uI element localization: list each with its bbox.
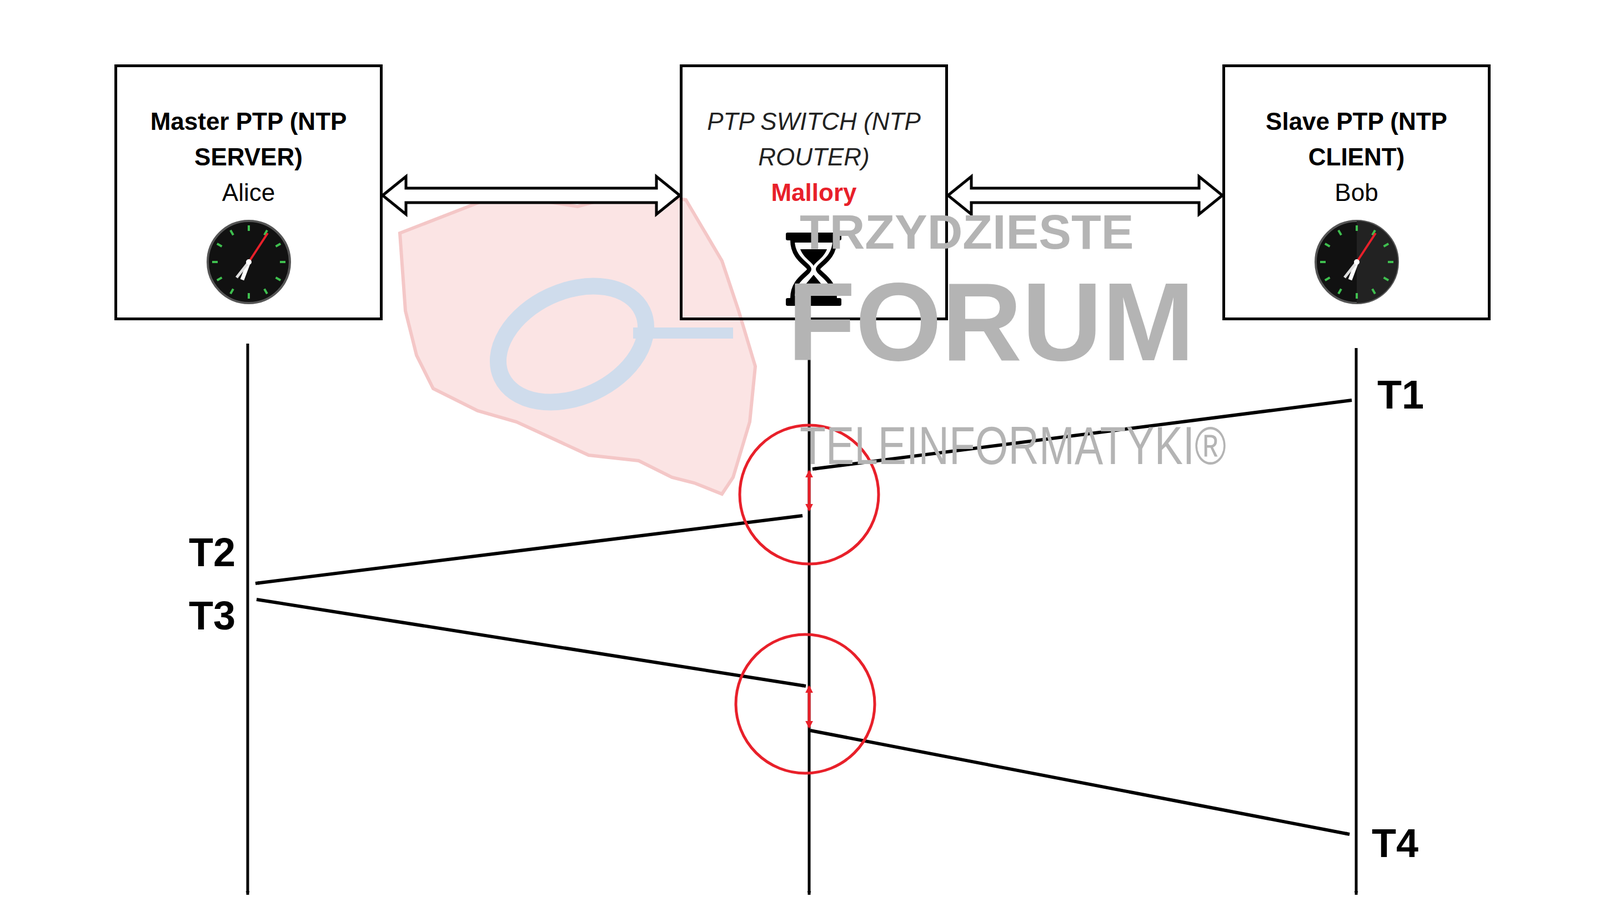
watermark-text: TELEINFORMATYKI® <box>799 416 1227 476</box>
delay-arrow <box>808 471 811 511</box>
delay-arrow <box>808 686 811 728</box>
node-title: Slave PTP (NTP CLIENT) <box>1225 103 1488 175</box>
slave-box: Slave PTP (NTP CLIENT)Bob <box>1222 64 1491 321</box>
node-name: Alice <box>117 174 380 211</box>
message-arrow <box>255 515 803 584</box>
node-title: Master PTP (NTP SERVER) <box>117 103 380 175</box>
timestamp-label: T3 <box>188 594 236 639</box>
master-box: Master PTP (NTP SERVER)Alice <box>114 64 383 321</box>
delay-circle <box>735 634 875 774</box>
message-arrow <box>810 730 1350 835</box>
node-name: Bob <box>1225 174 1488 211</box>
node-title: PTP SWITCH (NTP ROUTER) <box>682 103 946 175</box>
watermark-logo <box>479 263 665 426</box>
lifeline <box>246 343 250 896</box>
timestamp-label: T4 <box>1371 821 1419 866</box>
lifeline <box>1355 348 1358 896</box>
timestamp-label: T2 <box>188 530 236 575</box>
timestamp-label: T1 <box>1377 373 1424 418</box>
watermark-text: FORUM <box>787 261 1195 384</box>
watermark-text: TRZYDZIESTE <box>799 205 1134 260</box>
clock-icon <box>207 221 290 304</box>
link-arrow <box>382 176 680 215</box>
watermark-map <box>399 191 756 495</box>
message-arrow <box>256 599 806 687</box>
watermark-bar <box>633 327 734 339</box>
clock-icon <box>1315 221 1398 304</box>
